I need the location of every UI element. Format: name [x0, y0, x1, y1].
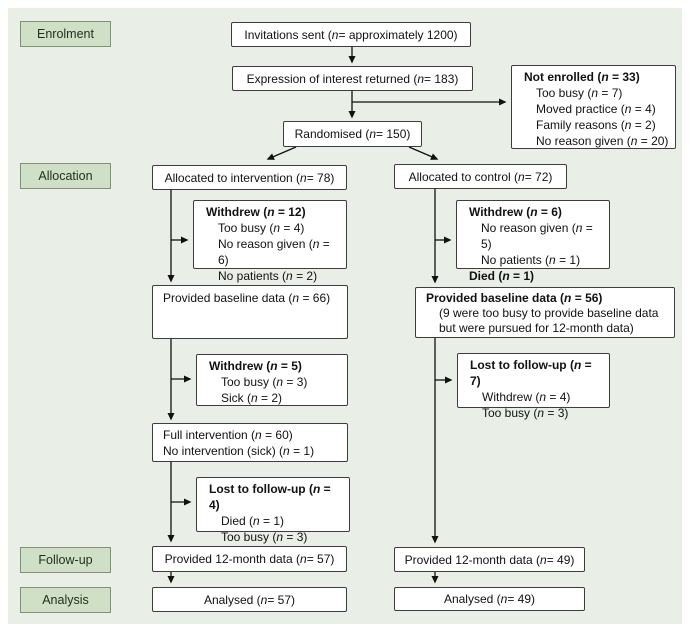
box-baseline-control: Provided baseline data (n = 56) (9 were …: [415, 287, 675, 338]
box-allocated-intervention: Allocated to intervention (n = 78): [152, 165, 347, 190]
box-analysed-intervention: Analysed (n = 57): [152, 587, 347, 612]
box-expression-of-interest: Expression of interest returned (n = 183…: [232, 66, 473, 91]
note-line: but were pursued for 12-month data): [439, 321, 634, 335]
box-title: Not enrolled (n = 33): [524, 70, 640, 84]
reason-line: No reason given (n = 6): [218, 237, 330, 267]
reason-line: Moved practice (n = 4): [536, 102, 656, 116]
reason-line: Died (n = 1): [221, 514, 285, 528]
box-line: No intervention (sick) (n = 1): [163, 444, 315, 458]
box-withdrew-control: Withdrew (n = 6) No reason given (n = 5)…: [456, 200, 610, 283]
box-title: Withdrew (n = 12): [206, 205, 306, 219]
box-allocated-control: Allocated to control (n = 72): [394, 164, 567, 189]
box-full-intervention: Full intervention (n = 60) No interventi…: [152, 423, 348, 462]
reason-line: No patients (n = 2): [218, 269, 318, 283]
reason-line: Family reasons (n = 2): [536, 118, 656, 132]
box-title: Provided baseline data (n = 66): [163, 291, 331, 305]
box-lost-control: Lost to follow-up (n = 7) Withdrew (n = …: [457, 353, 610, 420]
box-line: Full intervention (n = 60): [163, 428, 293, 442]
reason-line: Withdrew (n = 4): [482, 390, 571, 404]
box-invitations-sent: Invitations sent (n = approximately 1200…: [231, 22, 471, 47]
box-randomised: Randomised (n = 150): [283, 121, 422, 147]
reason-line: Too busy (n = 7): [536, 86, 623, 100]
reason-line: No patients (n = 1): [481, 253, 581, 267]
reason-line: No reason given (n = 5): [481, 221, 593, 251]
stage-label-allocation: Allocation: [20, 163, 111, 189]
box-title: Withdrew (n = 6): [469, 205, 562, 219]
reason-line: Too busy (n = 3): [221, 375, 308, 389]
stage-label-analysis: Analysis: [20, 587, 111, 613]
box-title: Withdrew (n = 5): [209, 359, 302, 373]
box-lost-intervention: Lost to follow-up (n = 4) Died (n = 1) T…: [196, 477, 350, 544]
box-title: Lost to follow-up (n = 4): [209, 482, 331, 512]
box-month12-control: Provided 12-month data (n = 49): [394, 547, 585, 572]
reason-line: Died (n = 1): [469, 269, 535, 283]
box-not-enrolled: Not enrolled (n = 33) Too busy (n = 7) M…: [511, 65, 676, 149]
box-title: Provided baseline data (n = 56): [426, 291, 603, 305]
stage-label-followup: Follow-up: [20, 547, 111, 573]
reason-line: Too busy (n = 3): [482, 406, 569, 420]
box-withdrew2-intervention: Withdrew (n = 5) Too busy (n = 3) Sick (…: [196, 354, 348, 406]
box-title: Lost to follow-up (n = 7): [470, 358, 592, 388]
reason-line: Sick (n = 2): [221, 391, 283, 405]
reason-line: Too busy (n = 4): [218, 221, 305, 235]
box-month12-intervention: Provided 12-month data (n = 57): [152, 546, 347, 572]
reason-line: No reason given (n = 20): [536, 134, 669, 148]
box-withdrew-intervention: Withdrew (n = 12) Too busy (n = 4) No re…: [193, 200, 347, 283]
reason-line: Too busy (n = 3): [221, 530, 308, 544]
box-analysed-control: Analysed (n = 49): [394, 587, 585, 611]
stage-label-enrolment: Enrolment: [20, 21, 111, 47]
note-line: (9 were too busy to provide baseline dat…: [439, 306, 659, 320]
box-baseline-intervention: Provided baseline data (n = 66): [152, 285, 348, 339]
